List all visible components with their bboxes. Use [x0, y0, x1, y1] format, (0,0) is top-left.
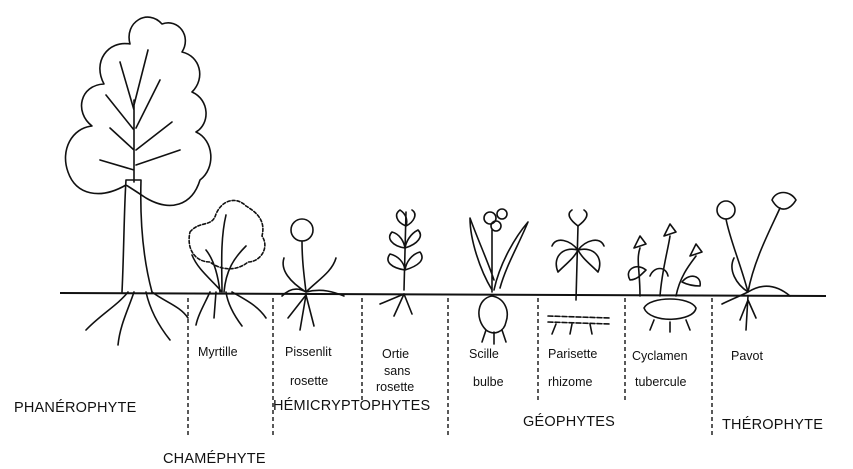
parisette-label: Parisette — [548, 348, 597, 361]
scille-note: bulbe — [473, 376, 504, 389]
pavot-label: Pavot — [731, 350, 763, 363]
ground-line — [60, 293, 826, 296]
therophyte-label: THÉROPHYTE — [722, 418, 823, 433]
pissenlit-note: rosette — [290, 375, 328, 388]
ortie-icon — [380, 210, 422, 316]
pissenlit-icon — [282, 219, 344, 330]
scille-label: Scille — [469, 348, 499, 361]
hemicryptophytes-label: HÉMICRYPTOPHYTES — [273, 399, 430, 414]
tree-icon — [65, 17, 210, 345]
phanerophyte-label: PHANÉROPHYTE — [14, 401, 136, 416]
cyclamen-icon — [628, 224, 702, 332]
pavot-icon — [717, 193, 796, 331]
ortie-label: Ortie — [382, 348, 409, 361]
scille-icon — [470, 209, 528, 344]
category-separators — [188, 298, 712, 438]
chamephyte-label: CHAMÉPHYTE — [163, 452, 266, 467]
parisette-note: rhizome — [548, 376, 592, 389]
cyclamen-note: tubercule — [635, 376, 686, 389]
myrtille-icon — [189, 200, 266, 326]
cyclamen-label: Cyclamen — [632, 350, 688, 363]
ortie-note-2: rosette — [376, 381, 414, 394]
geophytes-label: GÉOPHYTES — [523, 415, 615, 430]
ortie-note-1: sans — [384, 365, 410, 378]
myrtille-label: Myrtille — [198, 346, 238, 359]
parisette-icon — [548, 210, 610, 334]
pissenlit-label: Pissenlit — [285, 346, 332, 359]
